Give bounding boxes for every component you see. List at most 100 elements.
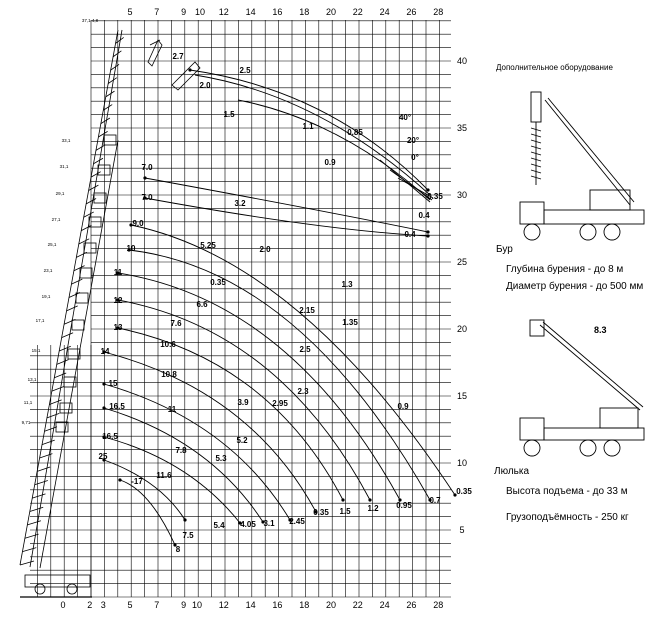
x-tick-top: 26 bbox=[406, 7, 416, 17]
boom-lattice bbox=[41, 439, 55, 446]
carrier-wheel bbox=[66, 583, 78, 595]
boom-lattice bbox=[98, 131, 108, 138]
boom-lattice bbox=[37, 466, 51, 472]
boom-block bbox=[59, 402, 73, 414]
x-tick-bottom: 20 bbox=[326, 600, 336, 610]
cradle-chassis bbox=[543, 427, 645, 441]
curves-group bbox=[102, 68, 457, 547]
cradle-load-mark: 8.3 bbox=[594, 325, 607, 335]
x-tick-bottom: 0 bbox=[60, 600, 65, 610]
curve-start-label: 25 bbox=[99, 452, 108, 461]
boom-lattice bbox=[103, 104, 113, 111]
curve-start-dot bbox=[118, 478, 122, 482]
boom-lattice bbox=[34, 480, 48, 486]
boom-block bbox=[55, 421, 69, 433]
cradle-name: Люлька bbox=[494, 466, 530, 477]
boom-block bbox=[83, 242, 97, 254]
boom-lattice bbox=[73, 265, 85, 272]
auger-flight bbox=[530, 145, 542, 150]
x-tick-top: 20 bbox=[326, 7, 336, 17]
x-tick-bottom: 18 bbox=[299, 600, 309, 610]
curve-start-dot bbox=[143, 176, 147, 180]
cradle-height: Высота подъема - до 33 м bbox=[506, 486, 628, 497]
cradle-capacity: Грузоподъёмность - 250 кг bbox=[506, 512, 629, 523]
curve-end-dot bbox=[426, 234, 430, 238]
boom-lattice bbox=[22, 547, 37, 553]
angle-label: 40° bbox=[399, 113, 411, 122]
load-label: 2.0 bbox=[259, 245, 271, 254]
drill-head bbox=[530, 91, 542, 123]
curve-start-dot bbox=[102, 435, 106, 439]
load-label: 0.9 bbox=[397, 402, 409, 411]
drill-wheel bbox=[603, 223, 621, 241]
load-label: 2.0 bbox=[199, 81, 211, 90]
curve-end-dot bbox=[314, 510, 318, 514]
boom-length-label: 13,1 bbox=[28, 377, 37, 382]
boom-lattice bbox=[27, 520, 42, 526]
boom-block bbox=[63, 376, 77, 388]
boom-lattice bbox=[51, 386, 65, 392]
curve-start-dot bbox=[102, 406, 106, 410]
auger-flight bbox=[530, 139, 542, 144]
cradle-wheel bbox=[579, 439, 597, 457]
load-label: 1.5 bbox=[339, 507, 351, 516]
curve-start-label: 11 bbox=[114, 268, 123, 277]
auger-flight bbox=[530, 133, 542, 138]
x-tick-top: 12 bbox=[219, 7, 229, 17]
drill-wheel bbox=[579, 223, 597, 241]
boom-lattice bbox=[81, 225, 92, 231]
curve-start-dot bbox=[143, 196, 147, 200]
drill-chassis bbox=[543, 209, 645, 225]
boom-length-label: 29,1 bbox=[56, 191, 65, 196]
load-label: 10.6 bbox=[160, 340, 176, 349]
auger-flight bbox=[530, 169, 542, 174]
auger-flight bbox=[530, 163, 542, 168]
load-label: 2.5 bbox=[239, 66, 251, 75]
load-label: 0.95 bbox=[396, 501, 412, 510]
boom-block bbox=[103, 134, 117, 146]
load-label: 4.05 bbox=[240, 520, 256, 529]
load-label: 0.35 bbox=[210, 278, 226, 287]
load-curve bbox=[144, 197, 429, 237]
boom-lattice bbox=[83, 211, 94, 218]
load-label: 11 bbox=[168, 405, 177, 414]
boom-length-labels: 9,7111,113,115,117,119,123,125,127,129,1… bbox=[22, 18, 99, 425]
load-label: 7.6 bbox=[170, 319, 182, 328]
x-tick-top: 18 bbox=[299, 7, 309, 17]
boom-length-label: 19,1 bbox=[42, 294, 51, 299]
drill-name: Бур bbox=[496, 244, 513, 255]
boom-lattice bbox=[56, 359, 69, 365]
auger-flight bbox=[530, 151, 542, 156]
boom-length-label: 23,1 bbox=[44, 268, 53, 273]
boom-block bbox=[93, 192, 107, 204]
curve-start-label: 10 bbox=[127, 244, 136, 253]
curve-start-label: 16.5 bbox=[109, 402, 125, 411]
y-tick: 20 bbox=[457, 324, 467, 334]
boom-block bbox=[79, 267, 93, 279]
boom-length-label: 27,1 bbox=[52, 217, 61, 222]
cradle-turret bbox=[599, 407, 639, 429]
load-label: 2.3 bbox=[297, 387, 309, 396]
y-tick: 40 bbox=[457, 56, 467, 66]
load-label: 2.5 bbox=[299, 345, 311, 354]
curve-start-dot bbox=[129, 223, 133, 227]
curve-start-label: 15 bbox=[109, 379, 118, 388]
boom-lattice bbox=[100, 117, 111, 124]
boom-lattice bbox=[110, 63, 120, 71]
boom-lattice bbox=[44, 426, 58, 432]
angle-label: 20° bbox=[407, 136, 419, 145]
load-label: 0.35 bbox=[313, 508, 329, 517]
load-label: 2.45 bbox=[289, 517, 305, 526]
x-tick-top: 16 bbox=[272, 7, 282, 17]
curve-end-dot bbox=[261, 520, 265, 524]
curve-start-dot bbox=[116, 298, 120, 302]
load-label: 3.1 bbox=[263, 519, 275, 528]
load-curve bbox=[117, 299, 371, 501]
boom-block bbox=[67, 348, 81, 360]
x-tick-bottom: 22 bbox=[353, 600, 363, 610]
boom-lattice bbox=[46, 412, 60, 419]
drill-depth: Глубина бурения - до 8 м bbox=[506, 264, 624, 275]
